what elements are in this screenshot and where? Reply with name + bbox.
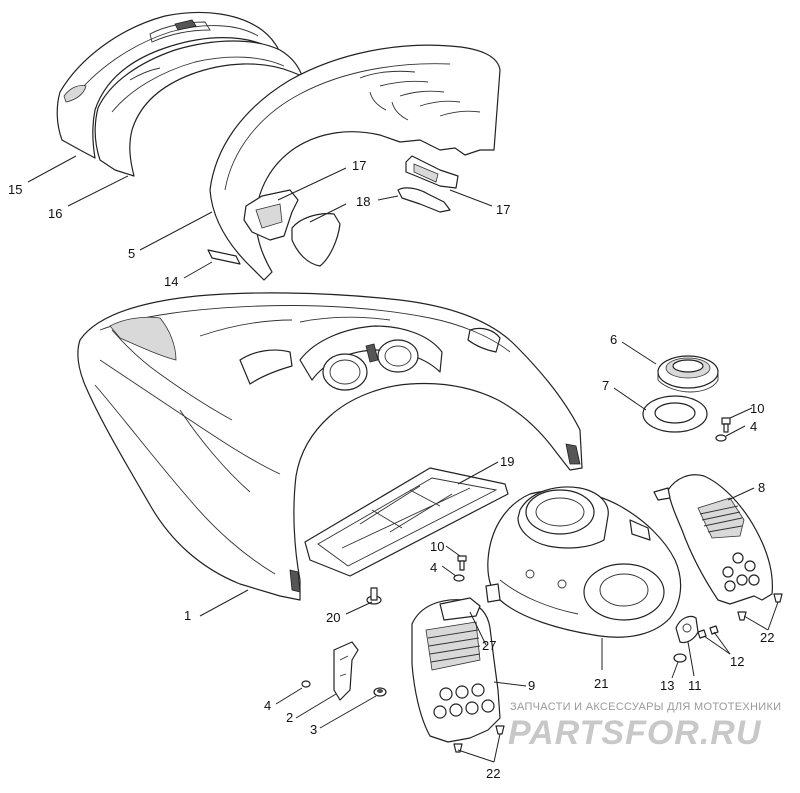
callout-22-bottom: 22 (486, 766, 500, 781)
callout-10-upper: 10 (750, 401, 764, 416)
callout-4-upper: 4 (750, 419, 757, 434)
part-4-washer-upper[interactable] (715, 434, 727, 442)
callout-20: 20 (326, 610, 340, 625)
callout-21: 21 (594, 676, 608, 691)
callout-16: 16 (48, 206, 62, 221)
part-4-washer-center[interactable] (453, 574, 465, 582)
callout-11: 11 (688, 678, 702, 693)
callout-10-center: 10 (430, 539, 444, 554)
callout-13: 13 (660, 678, 674, 693)
part-8-right-panel[interactable] (653, 474, 773, 605)
part-22-rivets-bottom[interactable] (453, 725, 505, 753)
callout-19: 19 (500, 454, 514, 469)
part-7-gasket[interactable] (642, 395, 708, 433)
part-6-ring[interactable] (657, 355, 719, 393)
part-5-rear-hood[interactable] (209, 44, 501, 281)
callout-15: 15 (8, 182, 22, 197)
part-10-screw-center[interactable] (457, 555, 467, 571)
callout-3: 3 (310, 722, 317, 737)
callout-8: 8 (758, 480, 765, 495)
part-19-tray[interactable] (304, 467, 509, 577)
callout-17-right: 17 (496, 202, 510, 217)
part-4-washer-lower[interactable] (301, 680, 311, 688)
callout-18: 18 (356, 194, 370, 209)
watermark-logo: PARTSFOR.RU (508, 714, 762, 752)
callout-17-left: 17 (352, 158, 366, 173)
callout-9: 9 (528, 678, 535, 693)
leader-lines (27, 155, 779, 763)
part-14-clip[interactable] (207, 249, 241, 265)
callout-12: 12 (730, 654, 744, 669)
callout-4-center: 4 (430, 560, 437, 575)
callout-2: 2 (286, 710, 293, 725)
part-2-bracket[interactable] (333, 641, 359, 701)
part-13-nut[interactable] (673, 653, 687, 663)
callout-7: 7 (602, 378, 609, 393)
callout-14: 14 (164, 274, 178, 289)
callout-5: 5 (128, 246, 135, 261)
part-17-right-bracket[interactable] (405, 155, 459, 189)
part-12-screws[interactable] (697, 625, 719, 639)
callout-6: 6 (610, 332, 617, 347)
part-15-upper-cowl[interactable] (56, 11, 281, 159)
part-18-trim-pad[interactable] (291, 187, 451, 267)
callout-labels: 15 16 5 14 17 18 17 6 7 10 4 8 19 10 4 1… (8, 158, 774, 781)
part-21-storage-bin[interactable] (485, 486, 682, 638)
part-11-bracket[interactable] (675, 615, 699, 644)
part-16-inner-cowl[interactable] (94, 40, 303, 177)
part-1-deck-body[interactable] (77, 292, 583, 601)
watermark: ЗАПЧАСТИ И АКСЕССУАРЫ ДЛЯ МОТОТЕХНИКИ PA… (508, 701, 781, 752)
part-20-bolt[interactable] (366, 587, 382, 605)
part-10-screw-upper[interactable] (721, 417, 731, 433)
callout-22-right: 22 (760, 630, 774, 645)
watermark-tagline: ЗАПЧАСТИ И АКСЕССУАРЫ ДЛЯ МОТОТЕХНИКИ (510, 701, 781, 713)
part-17-left-bracket[interactable] (243, 189, 299, 241)
callout-1: 1 (184, 608, 191, 623)
part-22-rivets-right[interactable] (737, 593, 783, 621)
part-9-left-panel[interactable] (411, 597, 501, 743)
callout-27: 27 (482, 638, 496, 653)
part-3-grommet[interactable] (373, 687, 387, 697)
callout-4-lower: 4 (264, 698, 271, 713)
